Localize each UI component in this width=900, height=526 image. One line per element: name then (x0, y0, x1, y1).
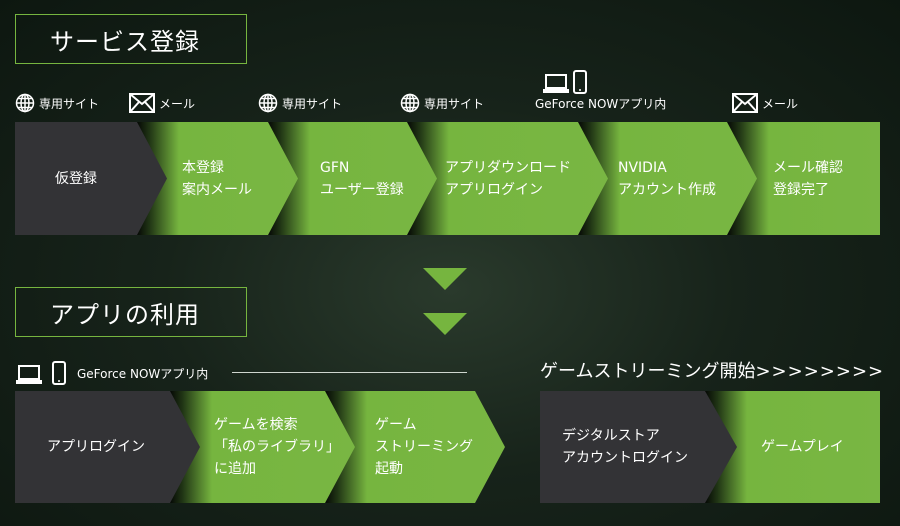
step-text: ゲーム (375, 417, 417, 433)
laptop-phone-icon (16, 361, 66, 385)
channel-text: 専用サイト (39, 96, 100, 111)
step-text: 起動 (375, 461, 403, 477)
channel-text: GeForce NOWアプリ内 (77, 367, 209, 381)
laptop-icon (16, 365, 42, 385)
laptop-icon (543, 74, 569, 94)
section-title-app-usage: アプリの利用 (15, 287, 247, 337)
step-text: 「私のライブラリ」 (214, 439, 340, 455)
channel-text: 専用サイト (424, 96, 485, 111)
section-title-service-registration: サービス登録 (15, 14, 247, 64)
divider-line (232, 372, 467, 373)
mail-icon (732, 93, 758, 113)
laptop-phone-icon (543, 70, 587, 94)
step-digital-store-login: デジタルストアアカウントログイン (540, 391, 737, 503)
step-text: メール確認 (773, 159, 843, 176)
channel-text: GeForce NOWアプリ内 (535, 97, 667, 111)
step-text: 登録完了 (773, 181, 829, 198)
step-search-game: ゲームを検索「私のライブラリ」に追加 (170, 391, 355, 503)
step-app-download: アプリダウンロードアプリログイン (407, 122, 608, 235)
step-text: ゲームプレイ (761, 439, 844, 455)
channel-text: 専用サイト (282, 96, 343, 111)
step-text: 仮登録 (55, 170, 97, 187)
phone-icon (573, 70, 587, 94)
down-arrow-icon (423, 313, 467, 335)
channel-label: 専用サイト (400, 93, 484, 113)
down-arrow-icon (423, 268, 467, 290)
mail-icon (129, 93, 155, 113)
section-title-text: サービス登録 (50, 27, 200, 56)
step-game-streaming-start: ゲームストリーミング起動 (325, 391, 505, 503)
step-provisional-registration: 仮登録 (15, 122, 167, 235)
streaming-heading-text: ゲームストリーミング開始 (540, 361, 756, 382)
step-text: アプリログイン (445, 181, 543, 198)
step-text: NVIDIA (618, 159, 667, 176)
step-text: に追加 (214, 461, 256, 477)
channel-label: 専用サイト (15, 93, 99, 113)
streaming-heading: ゲームストリーミング開始>>>>>>>> (540, 357, 884, 383)
channel-label: メール (129, 93, 195, 113)
step-text: アプリダウンロード (445, 159, 571, 176)
step-text: アプリログイン (47, 439, 145, 455)
section-title-text: アプリの利用 (50, 300, 200, 329)
channel-text: メール (762, 96, 799, 111)
step-text: ゲームを検索 (214, 417, 298, 433)
channel-label: GeForce NOWアプリ内 (77, 365, 208, 382)
step-text: 本登録 (182, 159, 224, 176)
step-text: デジタルストア (562, 428, 660, 444)
step-app-login: アプリログイン (15, 391, 200, 503)
channel-label: GeForce NOWアプリ内 (535, 95, 666, 112)
globe-icon (400, 93, 420, 113)
step-text: 案内メール (182, 181, 252, 198)
channel-label: メール (732, 93, 798, 113)
channel-text: メール (159, 96, 196, 111)
step-text: アカウントログイン (562, 450, 688, 466)
chevrons-icon: >>>>>>>> (755, 361, 885, 382)
globe-icon (15, 93, 35, 113)
step-text: アカウント作成 (618, 181, 716, 198)
globe-icon (258, 93, 278, 113)
step-text: ストリーミング (375, 439, 473, 455)
channel-label: 専用サイト (258, 93, 342, 113)
step-text: ユーザー登録 (320, 181, 404, 198)
phone-icon (52, 361, 66, 385)
step-text: GFN (320, 159, 350, 176)
